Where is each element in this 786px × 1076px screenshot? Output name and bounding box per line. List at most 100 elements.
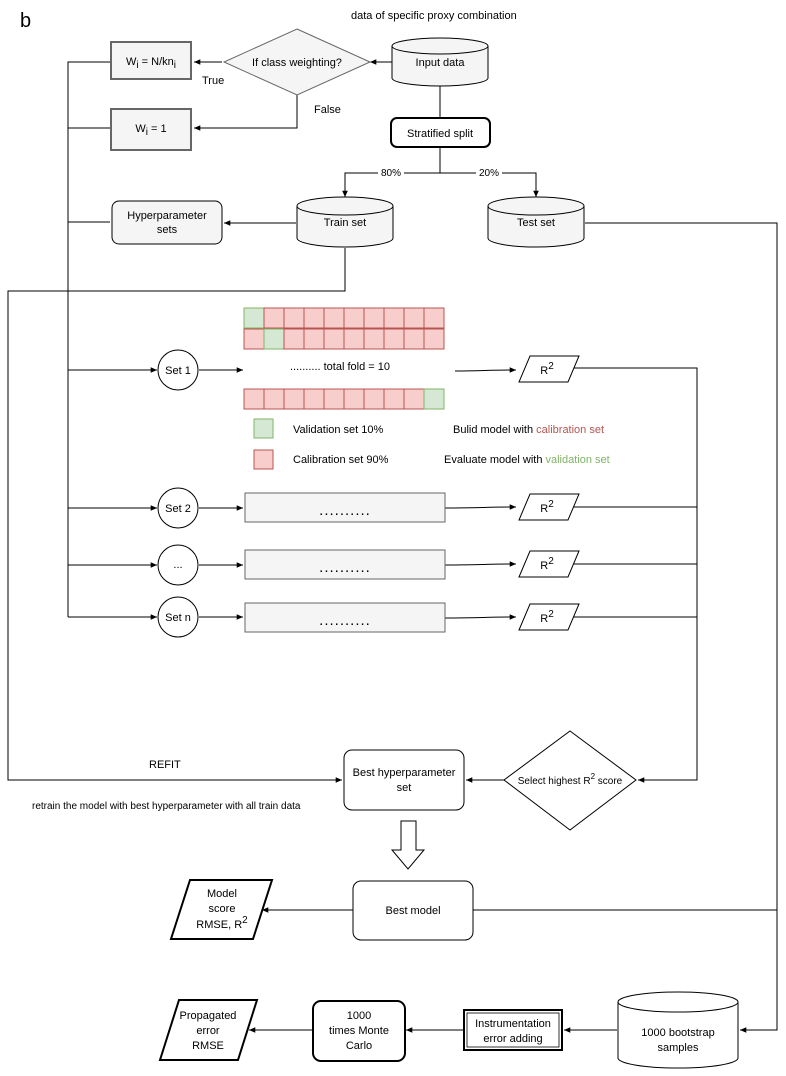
fold-cell-validation xyxy=(423,388,445,410)
bootstrap-cylinder: 1000 bootstrap samples xyxy=(617,991,739,1069)
hyperparameter-sets-line2: sets xyxy=(157,224,178,236)
set-2-folds: .......... xyxy=(244,492,446,523)
select-highest-label: Select highest R2 score xyxy=(518,772,623,787)
weight-false-label: Wi = 1 xyxy=(135,123,166,138)
fold-cell-calibration xyxy=(323,328,345,350)
fold-cell-calibration xyxy=(323,388,345,410)
legend: Validation set 10% Calibration set 90% B… xyxy=(253,418,610,470)
fold-cell-calibration xyxy=(303,307,325,329)
model-score-output: Model score RMSE, R2 xyxy=(169,879,274,940)
train-set-label: Train set xyxy=(324,217,366,229)
model-score-line1: Model xyxy=(207,888,237,900)
class-weighting-label: If class weighting? xyxy=(252,57,342,69)
r2-output-n: R2 xyxy=(518,603,580,631)
fold-cell-calibration xyxy=(403,328,425,350)
set-n-folds: .......... xyxy=(244,602,446,633)
fold-cell-calibration xyxy=(403,307,425,329)
instrumentation-line1: Instrumentation xyxy=(475,1018,551,1030)
monte-carlo-line1: 1000 xyxy=(347,1010,371,1022)
r2-output-2-label: R2 xyxy=(540,499,554,515)
fold-cell-validation xyxy=(263,328,285,350)
fold-cell-validation xyxy=(243,307,265,329)
hyperparameter-sets-box: Hyperparameter sets xyxy=(111,200,223,245)
edge-label-true: True xyxy=(202,75,224,87)
label-bg-20 xyxy=(476,166,502,179)
legend-calibration-swatch xyxy=(253,449,274,470)
fold-cell-calibration xyxy=(343,307,365,329)
set-dots-node: ... xyxy=(157,544,199,586)
set-1-node: Set 1 xyxy=(157,349,199,391)
train-set-cylinder: Train set xyxy=(296,196,394,248)
fold-cell-calibration xyxy=(363,307,385,329)
set-n-folds-dots: .......... xyxy=(319,612,371,629)
propagated-error-output: Propagated error RMSE xyxy=(158,999,259,1061)
bootstrap-line2: samples xyxy=(658,1042,699,1054)
instrumentation-box: Instrumentation error adding xyxy=(463,1009,563,1051)
fold-cell-calibration xyxy=(423,328,445,350)
set-n-label: Set n xyxy=(165,612,191,624)
input-data-label: Input data xyxy=(416,57,466,69)
r2-output-2: R2 xyxy=(518,493,580,521)
set-dots-folds: .......... xyxy=(244,549,446,580)
edge-label-80: 80% xyxy=(381,168,401,179)
hyperparameter-sets-line1: Hyperparameter xyxy=(127,210,207,222)
test-set-cylinder: Test set xyxy=(487,196,585,248)
set-2-node: Set 2 xyxy=(157,487,199,529)
best-hyperparameter-box: Best hyperparameter set xyxy=(343,749,465,811)
edge-label-20: 20% xyxy=(479,168,499,179)
fold-cell-calibration xyxy=(263,307,285,329)
set-2-folds-dots: .......... xyxy=(319,502,371,519)
fold-cell-calibration xyxy=(343,388,365,410)
propagated-line2: error xyxy=(196,1025,220,1037)
fold-cell-calibration xyxy=(303,388,325,410)
weight-false-box: Wi = 1 xyxy=(110,108,192,151)
edge-label-refit: REFIT xyxy=(149,759,181,771)
monte-carlo-line2: times Monte xyxy=(329,1025,389,1037)
fold-cell-calibration xyxy=(243,388,265,410)
fold-grid xyxy=(243,307,445,410)
best-hyperparameter-line1: Best hyperparameter xyxy=(353,767,456,779)
best-model-label: Best model xyxy=(385,905,440,917)
bootstrap-line1: 1000 bootstrap xyxy=(641,1027,714,1039)
legend-build-text: Bulid model with calibration set xyxy=(453,424,604,436)
fold-cell-calibration xyxy=(243,328,265,350)
monte-carlo-box: 1000 times Monte Carlo xyxy=(312,1000,406,1062)
label-bg-80 xyxy=(378,166,404,179)
fold-cell-calibration xyxy=(383,328,405,350)
r2-output-3: R2 xyxy=(518,550,580,578)
model-score-line2: score xyxy=(209,903,236,915)
fold-cell-calibration xyxy=(263,388,285,410)
fold-cell-calibration xyxy=(383,388,405,410)
panel-label: b xyxy=(20,10,31,32)
set-1-label: Set 1 xyxy=(165,365,191,377)
select-highest-decision: Select highest R2 score xyxy=(503,730,637,831)
instrumentation-line2: error adding xyxy=(483,1033,542,1045)
r2-output-3-label: R2 xyxy=(540,556,554,572)
connectors xyxy=(7,59,778,1033)
legend-validation-swatch xyxy=(253,418,274,439)
edge-label-false: False xyxy=(314,104,341,116)
fold-cell-calibration xyxy=(363,328,385,350)
fold-cell-calibration xyxy=(323,307,345,329)
propagated-line3: RMSE xyxy=(192,1040,224,1052)
legend-eval-text: Evaluate model with validation set xyxy=(444,454,610,466)
r2-output-1-label: R2 xyxy=(540,361,554,377)
set-n-node: Set n xyxy=(157,596,199,638)
propagated-line1: Propagated xyxy=(180,1010,237,1022)
best-hyperparameter-line2: set xyxy=(397,782,412,794)
test-set-label: Test set xyxy=(517,217,555,229)
weight-true-box: Wi = N/kni xyxy=(110,41,192,80)
input-data-cylinder: Input data xyxy=(391,37,489,87)
fold-cell-calibration xyxy=(363,388,385,410)
monte-carlo-line3: Carlo xyxy=(346,1040,372,1052)
fold-cell-calibration xyxy=(403,388,425,410)
weight-true-label: Wi = N/kni xyxy=(126,56,176,71)
fold-cell-calibration xyxy=(303,328,325,350)
set-dots-folds-dots: .......... xyxy=(319,559,371,576)
fold-cell-calibration xyxy=(283,388,305,410)
set-2-label: Set 2 xyxy=(165,503,191,515)
down-arrow-icon xyxy=(390,820,426,870)
class-weighting-decision: If class weighting? xyxy=(222,28,372,96)
